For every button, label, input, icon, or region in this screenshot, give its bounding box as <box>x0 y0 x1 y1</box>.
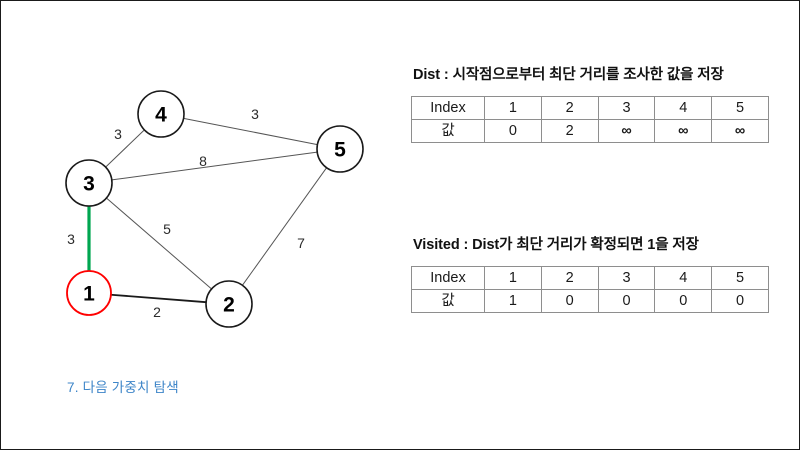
graph-node-5[interactable] <box>316 125 364 173</box>
dist-index-cell-3: 3 <box>597 96 656 120</box>
edge-weight-2-5: 7 <box>297 235 305 251</box>
visited-section: Visited : Dist가 최단 거리가 확정되면 1을 저장 Index … <box>411 233 771 313</box>
graph-edge-3-4 <box>105 129 145 168</box>
graph-node-3[interactable] <box>65 159 113 207</box>
step-caption: 7. 다음 가중치 탐색 <box>67 380 179 395</box>
graph-edge-3-5 <box>111 151 318 181</box>
dist-index-cell-1: 1 <box>484 96 542 120</box>
dist-table: Index 1 2 3 4 5 값 0 2 ∞ ∞ ∞ <box>411 96 769 143</box>
visited-value-cell-4: 0 <box>654 289 713 313</box>
dist-value-cell-2: 2 <box>540 119 599 143</box>
edge-weight-1-3: 3 <box>67 231 75 247</box>
graph-node-4[interactable] <box>137 90 185 138</box>
dist-value-cell-5: ∞ <box>711 119 769 143</box>
visited-value-cell-1: 1 <box>484 289 542 313</box>
visited-index-cell-1: 1 <box>484 266 542 290</box>
visited-row-header-index: Index <box>411 266 485 290</box>
graph-edge-2-5 <box>241 167 328 286</box>
graph-node-2[interactable] <box>205 280 253 328</box>
graph-node-1[interactable] <box>66 270 112 316</box>
visited-table: Index 1 2 3 4 5 값 1 0 0 0 0 <box>411 266 769 313</box>
edge-weight-1-2: 2 <box>153 304 161 320</box>
visited-value-cell-2: 0 <box>540 289 599 313</box>
dist-value-cell-1: 0 <box>484 119 542 143</box>
dist-section: Dist : 시작점으로부터 최단 거리를 조사한 값을 저장 Index 1 … <box>411 63 771 143</box>
node-layer: 1 2 3 4 5 <box>65 90 364 328</box>
edge-weight-3-5: 8 <box>199 153 207 169</box>
table-row-value: 값 1 0 0 0 0 <box>411 289 769 313</box>
graph-edge-1-2 <box>110 293 207 304</box>
graph-node-label-3: 3 <box>83 173 95 196</box>
table-row-index: Index 1 2 3 4 5 <box>411 266 769 290</box>
graph-svg: 1 2 3 4 5 3 2 3 8 5 3 7 <box>65 90 364 328</box>
dist-value-cell-4: ∞ <box>654 119 713 143</box>
edge-weight-4-5: 3 <box>251 106 259 122</box>
visited-value-cell-5: 0 <box>711 289 769 313</box>
dist-index-cell-5: 5 <box>711 96 769 120</box>
edge-weight-3-2: 5 <box>163 221 171 237</box>
dist-title: Dist : 시작점으로부터 최단 거리를 조사한 값을 저장 <box>413 67 724 83</box>
visited-index-cell-2: 2 <box>540 266 599 290</box>
graph-node-label-2: 2 <box>223 294 235 317</box>
edge-weight-layer: 3 2 3 8 5 3 7 <box>67 106 305 320</box>
visited-value-cell-3: 0 <box>597 289 656 313</box>
dist-index-cell-2: 2 <box>540 96 599 120</box>
graph-node-label-5: 5 <box>334 139 346 162</box>
graph-edge-3-2 <box>106 197 212 290</box>
visited-index-cell-3: 3 <box>597 266 656 290</box>
edge-layer <box>87 117 328 304</box>
graph-diagram: 1 2 3 4 5 3 2 3 8 5 3 7 <box>1 1 401 401</box>
visited-title: Visited : Dist가 최단 거리가 확정되면 1을 저장 <box>413 237 699 253</box>
graph-node-label-4: 4 <box>155 104 167 127</box>
table-row-value: 값 0 2 ∞ ∞ ∞ <box>411 119 769 143</box>
visited-index-cell-5: 5 <box>711 266 769 290</box>
dist-row-header-value: 값 <box>411 119 485 143</box>
dist-value-cell-3: ∞ <box>597 119 656 143</box>
visited-row-header-value: 값 <box>411 289 485 313</box>
graph-node-label-1: 1 <box>83 283 95 306</box>
visited-index-cell-4: 4 <box>654 266 713 290</box>
graph-edge-4-5 <box>183 117 318 146</box>
edge-weight-3-4: 3 <box>114 126 122 142</box>
dist-row-header-index: Index <box>411 96 485 120</box>
table-row-index: Index 1 2 3 4 5 <box>411 96 769 120</box>
dist-index-cell-4: 4 <box>654 96 713 120</box>
